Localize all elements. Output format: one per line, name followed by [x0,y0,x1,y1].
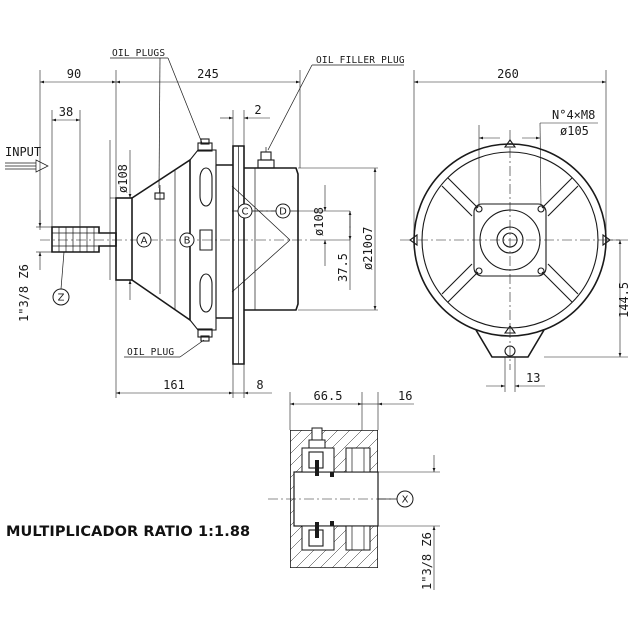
section-bolt-bottom [315,522,319,538]
marker-c: C [237,203,253,219]
side-view: A B C D Z INPUT [5,48,405,398]
input-arrow-icon [5,159,49,173]
dim-66-5: 66.5 [314,389,343,403]
dim-2: 2 [254,103,261,117]
dim-90: 90 [67,67,81,81]
svg-text:D: D [279,207,287,218]
front-view: 260 N°4×M8 ø105 144.5 13 [400,67,631,392]
dim-13: 13 [526,371,540,385]
oil-filler-plug [257,147,275,169]
dim-shaft-left: 1"3/8 Z6 [17,264,31,322]
callout-oil-plug: OIL PLUG [127,347,174,358]
oil-plug-top [197,138,213,152]
input-label: INPUT [5,145,41,159]
svg-text:B: B [184,236,191,247]
small-plug-cone [154,188,165,200]
svg-text:X: X [402,495,409,506]
marker-x: X [378,490,414,508]
dim-144-5: 144.5 [617,282,631,318]
dim-8: 8 [256,378,263,392]
svg-text:Z: Z [58,293,65,304]
dim-d210: ø210o7 [361,227,375,270]
dim-16: 16 [398,389,412,403]
dim-38: 38 [59,105,73,119]
dim-pcd: ø105 [560,124,589,138]
section-view: X 66.5 16 1"3/8 Z6 [268,389,440,590]
diagram-title: MULTIPLICADOR RATIO 1:1.88 [6,524,251,540]
svg-text:C: C [242,207,249,218]
dim-260: 260 [497,67,519,81]
dim-161: 161 [163,378,185,392]
dim-bolts: N°4×M8 [552,108,595,122]
marker-d: D [275,203,291,219]
marker-b: B [179,232,195,248]
dim-d108-left: ø108 [116,164,130,193]
marker-a: A [136,232,152,248]
dim-d108-right: ø108 [312,207,326,236]
output-housing [216,164,299,319]
callout-oil-filler-plug: OIL FILLER PLUG [316,55,405,66]
dim-37-5: 37.5 [336,253,350,282]
input-shaft [51,226,117,253]
dim-shaft-right: 1"3/8 Z6 [420,532,434,590]
dim-245: 245 [197,67,219,81]
marker-z: Z [52,251,70,306]
svg-text:A: A [141,236,148,247]
callout-oil-plugs: OIL PLUGS [112,48,165,59]
oil-plug-bottom [197,328,213,342]
section-bolt-top [308,427,326,476]
input-hub [115,197,133,281]
